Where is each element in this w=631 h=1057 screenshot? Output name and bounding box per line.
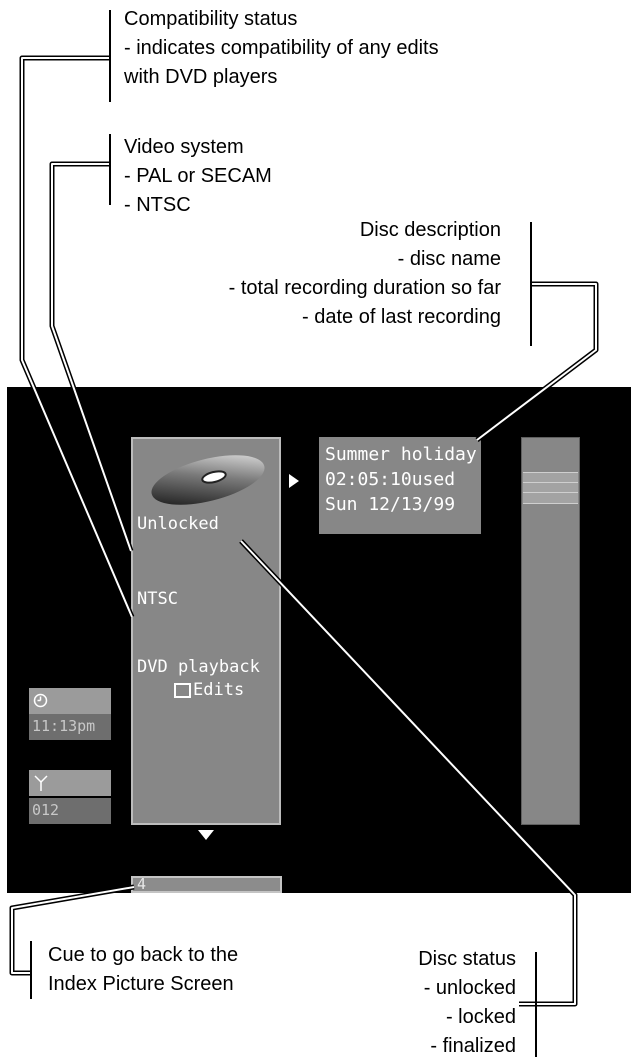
channel-box: 012	[29, 770, 111, 824]
leader-cue	[9, 884, 135, 976]
edits-checkbox	[174, 683, 191, 698]
callout-cue-line-2: Index Picture Screen	[48, 973, 234, 995]
disc-description-panel	[319, 437, 481, 534]
scrollbar[interactable]	[521, 437, 580, 825]
right-arrow-icon	[289, 474, 299, 488]
clock-icon	[33, 693, 48, 708]
scrollbar-thumb[interactable]	[523, 472, 578, 504]
video-system-label: NTSC	[137, 589, 178, 609]
callout-cue-line-1: Cue to go back to the	[48, 944, 239, 966]
channel-number: 012	[32, 801, 60, 819]
disc-status-label: Unlocked	[137, 514, 219, 534]
callout-disc-status-line-3: - finalized	[430, 1035, 516, 1057]
compatibility-label: DVD playback	[137, 657, 260, 677]
callout-disc-description-line-2: - total recording duration so far	[228, 277, 501, 299]
callout-disc-description-line-1: - disc name	[397, 248, 501, 270]
callout-disc-description-title: Disc description	[359, 219, 501, 241]
callout-disc-description-line-3: - date of last recording	[302, 306, 501, 328]
cue-bar-value: 4	[137, 875, 147, 893]
callout-compatibility-title: Compatibility status	[124, 8, 298, 30]
clock-box: 11:13pm	[29, 688, 111, 740]
leader-disc-status	[239, 539, 578, 1007]
callout-compatibility-line-2: with DVD players	[124, 66, 278, 88]
callout-video-system-title: Video system	[124, 136, 244, 158]
callout-compatibility-line-1: - indicates compatibility of any edits	[124, 37, 439, 59]
callout-disc-description: Disc description - disc name - total rec…	[229, 216, 501, 332]
clock-time: 11:13pm	[32, 717, 96, 735]
leader-compatibility	[19, 55, 135, 618]
leader-disc-description	[475, 281, 599, 442]
cue-bar[interactable]	[131, 876, 282, 893]
disc-date: Sun 12/13/99	[325, 494, 456, 515]
disc-icon	[151, 455, 265, 505]
callout-disc-status-line-2: - locked	[445, 1006, 516, 1028]
callout-disc-status: Disc status - unlocked - locked - finali…	[418, 945, 516, 1057]
down-arrow-icon	[198, 830, 214, 840]
callout-disc-status-title: Disc status	[418, 948, 516, 970]
antenna-icon	[34, 775, 48, 791]
callout-cue: Cue to go back to the Index Picture Scre…	[48, 941, 238, 999]
leader-video-system	[49, 161, 134, 552]
callout-video-system: Video system - PAL or SECAM - NTSC	[124, 133, 272, 220]
callout-video-system-line-1: - PAL or SECAM	[124, 165, 272, 187]
callout-video-system-line-2: - NTSC	[124, 194, 191, 216]
callout-compatibility: Compatibility status - indicates compati…	[124, 5, 439, 92]
callout-disc-status-line-1: - unlocked	[423, 977, 516, 999]
disc-name: Summer holiday	[325, 444, 477, 465]
edits-label: Edits	[193, 680, 245, 700]
disc-duration: 02:05:10used	[325, 469, 456, 490]
